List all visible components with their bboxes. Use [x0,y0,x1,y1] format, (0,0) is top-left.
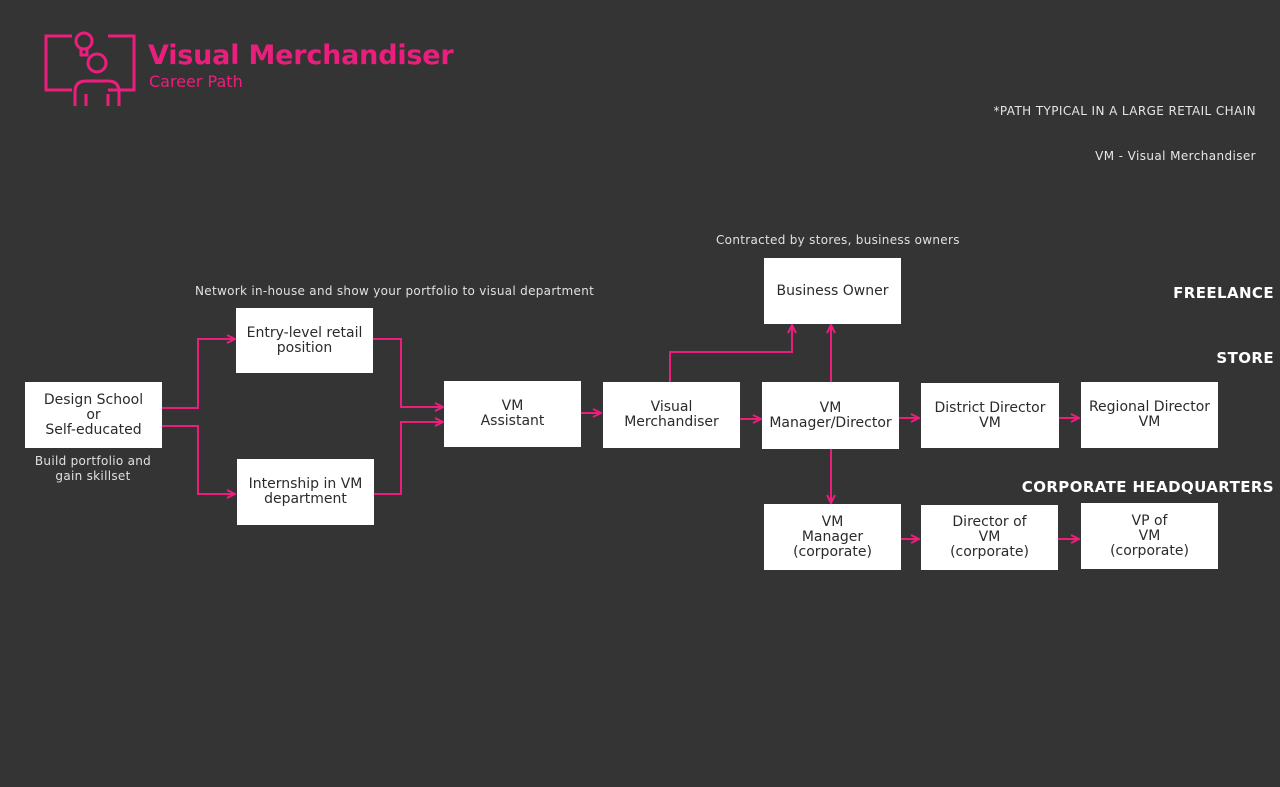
node-internship: Internship in VM department [237,459,374,525]
build-caption: Build portfolio and gain skillset [34,454,152,483]
tier-label-store: STORE [1216,349,1274,367]
arrow-design-to-internship [162,425,235,494]
tier-label-corporate: CORPORATE HEADQUARTERS [1021,478,1274,496]
node-business-owner-label: Business Owner [776,282,889,299]
arrow-design-to-entry [162,339,235,409]
node-regional-director-label: Regional Director VM [1088,399,1211,430]
node-district-director: District Director VM [921,383,1059,448]
typical-path-note: *PATH TYPICAL IN A LARGE RETAIL CHAIN [993,104,1256,118]
page-title: Visual Merchandiser [148,40,454,71]
node-director-of-vm: Director of VM (corporate) [921,505,1058,570]
node-design-school-label: Design School or Self-educated [43,391,144,438]
page-subtitle: Career Path [149,72,243,91]
arrow-merchandiser-to-owner [669,325,792,382]
node-vm-manager-director: VM Manager/Director [762,382,899,449]
abbreviation-note: VM - Visual Merchandiser [1095,149,1256,163]
node-vm-manager-director-label: VM Manager/Director [769,399,892,431]
node-business-owner: Business Owner [764,258,901,324]
node-vp-of-vm: VP of VM (corporate) [1081,503,1218,569]
person-presenting-lightbulb-icon [44,31,136,106]
node-vm-assistant-label: VM Assistant [480,398,545,429]
contracted-caption: Contracted by stores, business owners [716,233,960,247]
tier-label-freelance: FREELANCE [1173,284,1274,302]
network-caption: Network in-house and show your portfolio… [195,284,595,298]
node-entry-level: Entry-level retail position [236,308,373,373]
node-visual-merchandiser: Visual Merchandiser [603,382,740,448]
node-district-director-label: District Director VM [934,399,1046,431]
node-vm-manager-corporate-label: VM Manager (corporate) [793,513,872,560]
node-entry-level-label: Entry-level retail position [246,324,363,356]
node-vm-assistant: VM Assistant [444,381,581,447]
node-design-school: Design School or Self-educated [25,382,162,448]
arrow-internship-to-assistant [373,422,443,495]
node-internship-label: Internship in VM department [248,476,363,507]
node-vp-of-vm-label: VP of VM (corporate) [1110,512,1189,559]
node-visual-merchandiser-label: Visual Merchandiser [624,399,719,430]
arrow-entry-to-assistant [373,338,443,407]
node-vm-manager-corporate: VM Manager (corporate) [764,504,901,570]
node-director-of-vm-label: Director of VM (corporate) [950,514,1029,560]
node-regional-director: Regional Director VM [1081,382,1218,448]
